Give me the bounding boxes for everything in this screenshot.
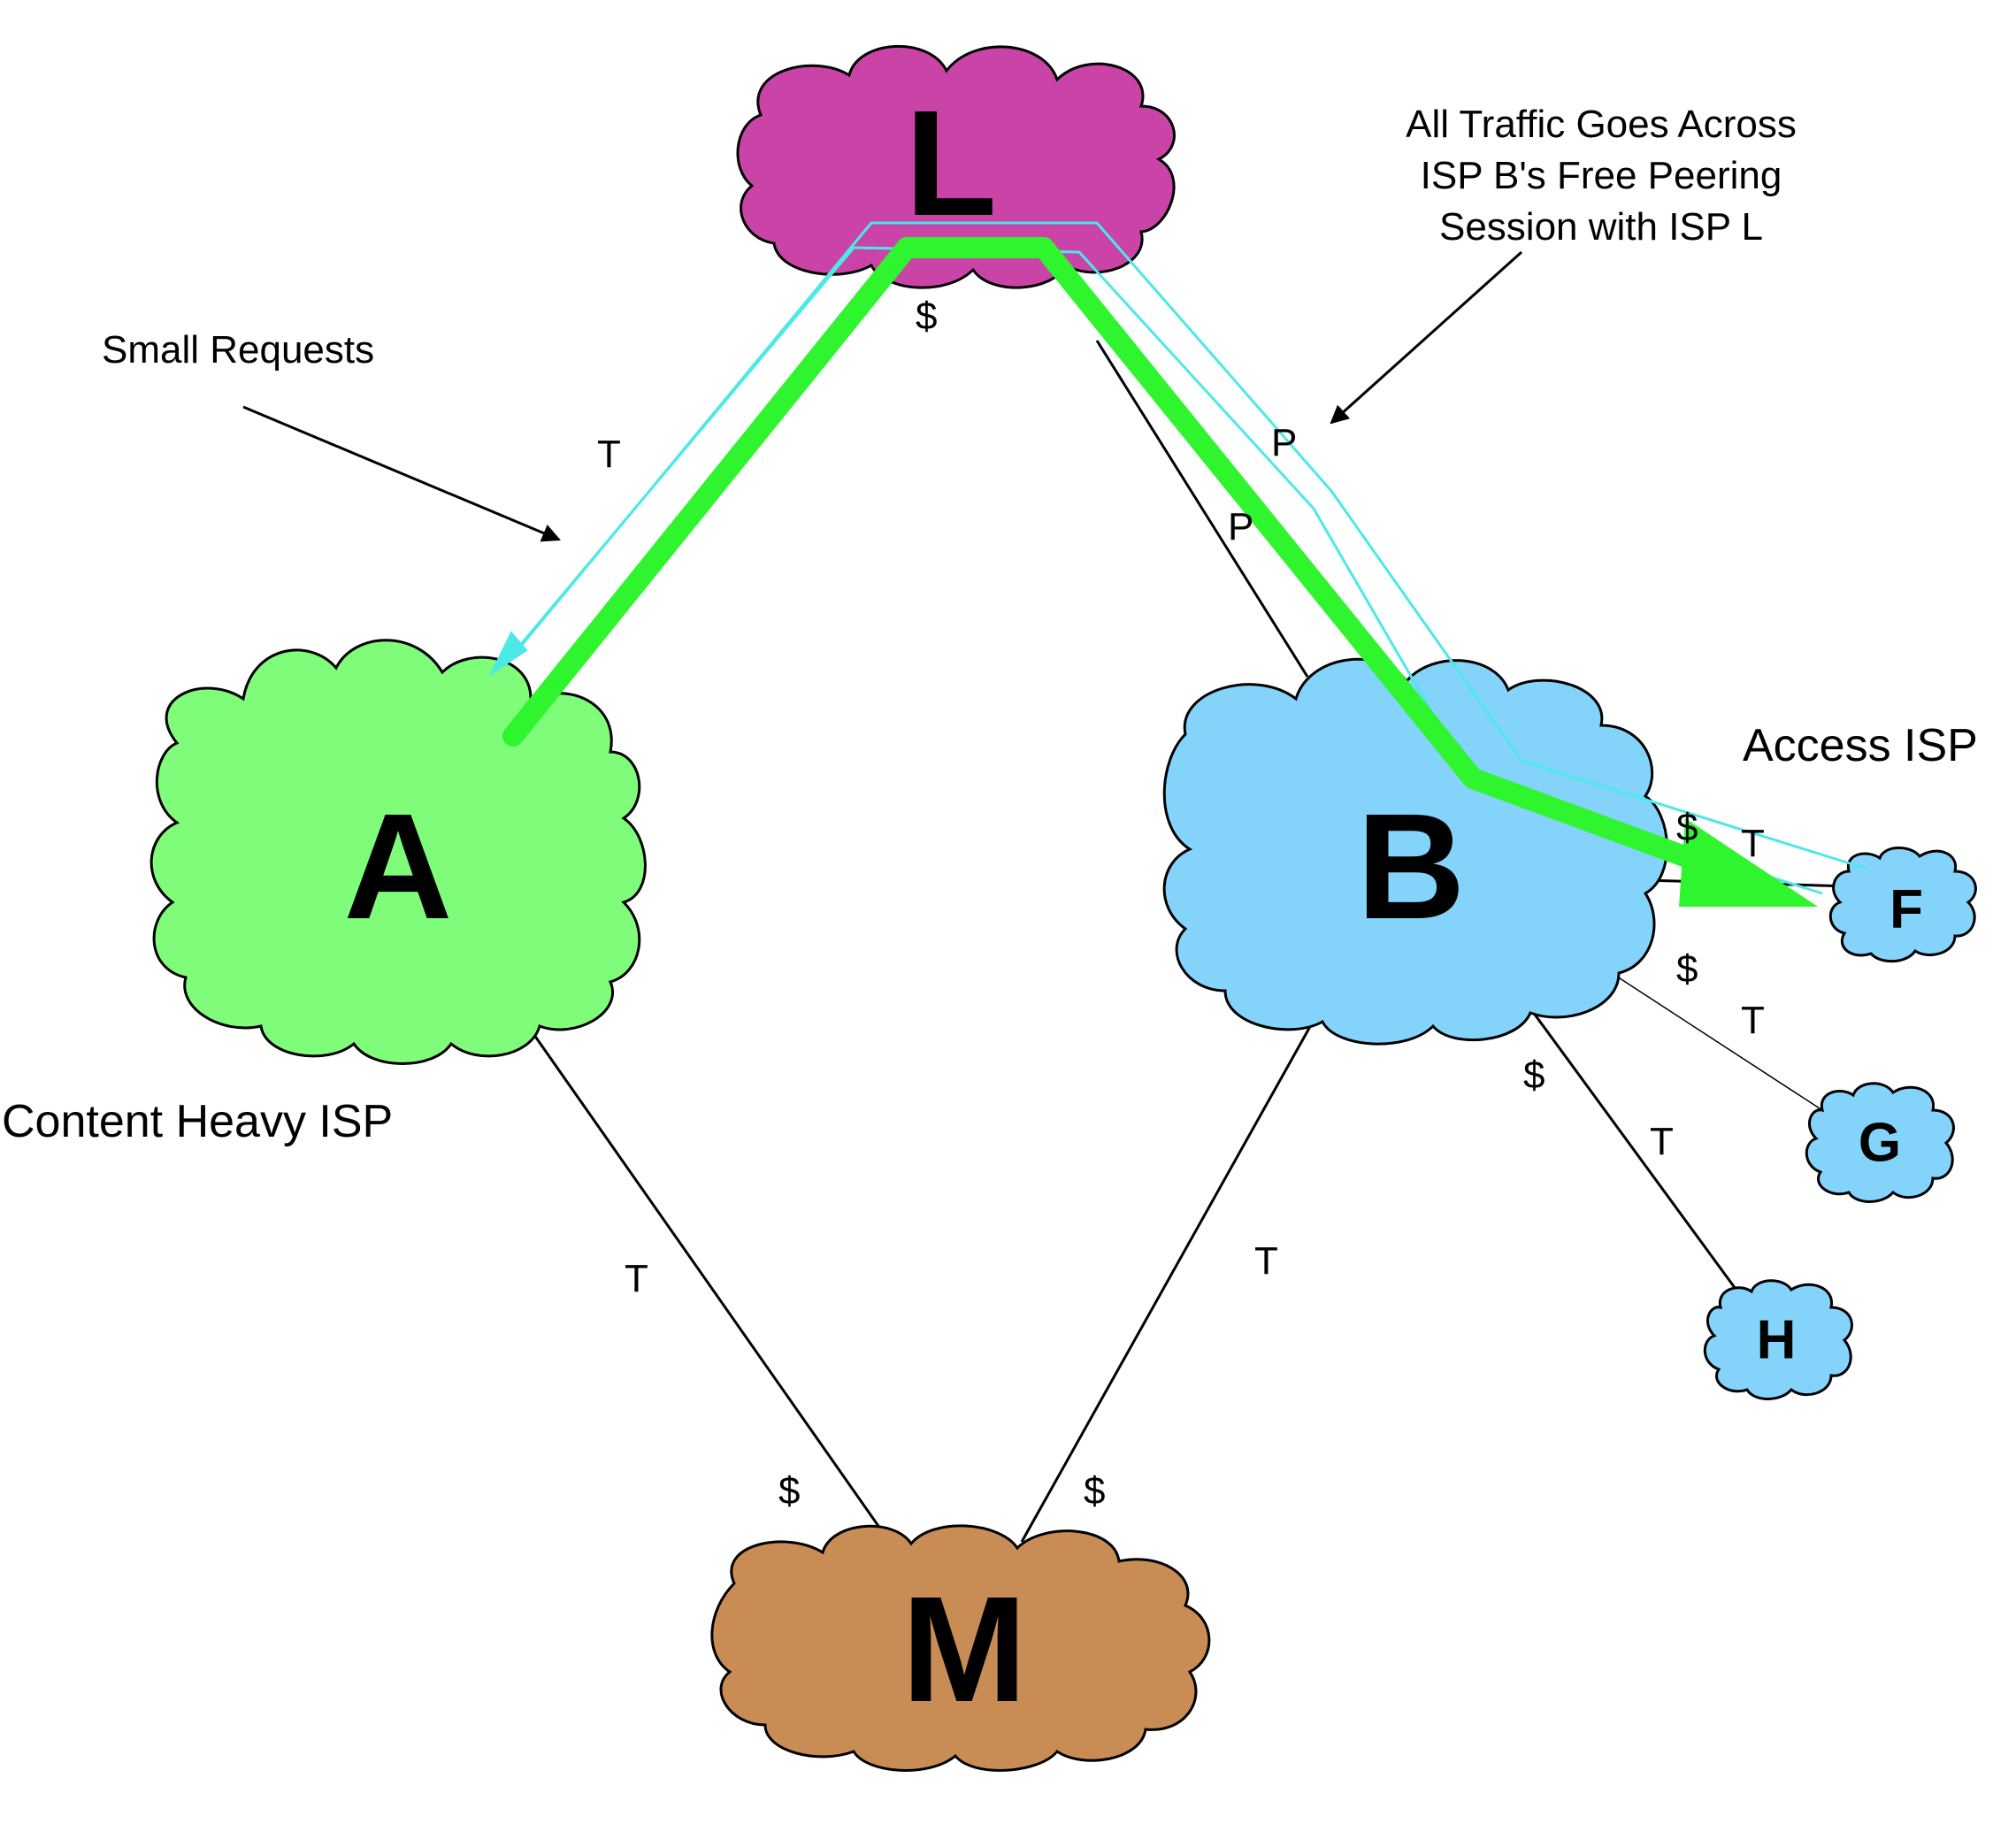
link-b-m: [1020, 1015, 1318, 1543]
edge-label-bh-dollar: $: [1523, 1054, 1545, 1097]
request-path-outer: [516, 221, 1867, 870]
link-a-m: [516, 1010, 882, 1529]
edge-label-lb-p1: P: [1271, 421, 1297, 464]
cloud-a-label: A: [344, 783, 453, 951]
edge-label-bh-t: T: [1650, 1120, 1674, 1163]
request-arrowhead: [488, 631, 528, 677]
link-l-b: [1095, 340, 1309, 678]
traffic-arrowhead: [1679, 818, 1818, 907]
all-traffic-line3: Session with ISP L: [1439, 205, 1763, 249]
edge-label-la-t: T: [597, 433, 621, 476]
cloud-b-shape: [1162, 657, 1668, 1046]
edge-label-bf-dollar: $: [1676, 806, 1698, 849]
all-traffic-arrow: [1330, 250, 1523, 425]
edge-label-bm-dollar: $: [1084, 1469, 1105, 1513]
cloud-l-label: L: [905, 80, 997, 248]
edge-label-am-dollar: $: [778, 1469, 800, 1513]
cloud-f-shape: [1828, 847, 1977, 963]
edge-label-lb-p2: P: [1228, 505, 1253, 548]
cloud-m-shape: [710, 1524, 1211, 1772]
edge-label-am-t: T: [625, 1257, 648, 1300]
cloud-g-shape: [1805, 1082, 1955, 1203]
edge-label-bf-t: T: [1741, 822, 1765, 865]
all-traffic-line2: ISP B's Free Peering: [1421, 154, 1782, 197]
edge-label-bg-dollar: $: [1676, 947, 1698, 991]
cloud-a: A: [149, 639, 647, 1065]
small-requests-arrow: [242, 405, 561, 542]
cloud-l-shape: [736, 44, 1176, 289]
edge-label-bm-t: T: [1254, 1239, 1278, 1283]
edge-label-bg-t: T: [1741, 999, 1765, 1042]
edge-label-la-dollar: $: [916, 295, 937, 338]
cloud-l: L: [736, 44, 1176, 289]
access-isp-label: Access ISP: [1743, 720, 1978, 771]
cloud-b-label: B: [1357, 783, 1466, 951]
cloud-f-label: F: [1890, 879, 1923, 940]
cloud-a-shape: [149, 639, 647, 1065]
all-traffic-line1: All Traffic Goes Across: [1406, 103, 1797, 146]
cloud-h-label: H: [1757, 1310, 1797, 1371]
cloud-m: M: [710, 1524, 1211, 1772]
cloud-g: G: [1805, 1082, 1955, 1203]
cloud-f: F: [1828, 847, 1977, 963]
cloud-b: B: [1162, 657, 1668, 1046]
cloud-h-shape: [1703, 1279, 1853, 1400]
cloud-h: H: [1703, 1279, 1853, 1400]
traffic-path: [502, 237, 1736, 882]
cloud-g-label: G: [1859, 1113, 1901, 1174]
small-requests-label: Small Requests: [102, 328, 374, 372]
link-b-h: [1529, 1008, 1744, 1299]
cloud-m-label: M: [901, 1566, 1027, 1734]
link-b-g: [1614, 974, 1823, 1111]
content-heavy-isp-label: Content Heavy ISP: [2, 1096, 393, 1147]
